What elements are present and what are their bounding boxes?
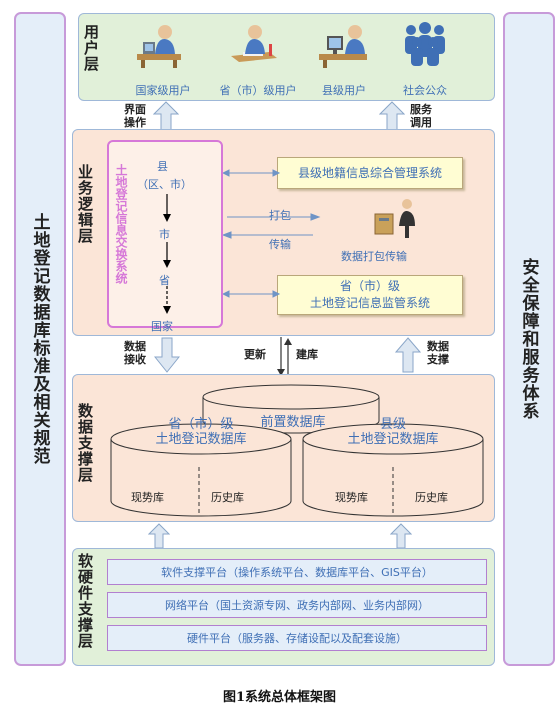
province-db-line2: 土地登记数据库 <box>155 432 247 447</box>
office-worker-icon <box>231 25 277 62</box>
server-worker-icon <box>374 199 415 238</box>
business-connector-arrows <box>223 169 321 298</box>
user-label-province: 省（市）级用户 <box>219 84 297 97</box>
security-label: 安全保障和服务体系 <box>518 258 539 420</box>
build-label: 建库 <box>296 348 318 361</box>
database-cylinders <box>110 384 484 517</box>
province-db-line1: 省（市）级 <box>168 417 234 432</box>
province-system-box: 省（市）级 土地登记信息监管系统 <box>277 275 463 315</box>
county-system-box: 县级地籍信息综合管理系统 <box>277 157 463 189</box>
province-system-line2: 土地登记信息监管系统 <box>309 296 430 310</box>
hardware-platform-box: 硬件平台（服务器、存储设配以及配套设施） <box>107 625 487 651</box>
hardware-platform-label: 硬件平台（服务器、存储设配以及配套设施） <box>187 632 407 645</box>
standards-label: 土地登记数据库标准及相关规范 <box>29 213 50 465</box>
arrow-down-receive <box>154 337 180 373</box>
county-db-line1: 县级 <box>379 417 406 432</box>
update-label: 更新 <box>244 348 266 361</box>
user-layer: 用户层 国家级用户 省（市）级用户 县级用户 社会公众 <box>78 13 495 101</box>
county-current-db: 现势库 <box>335 491 368 504</box>
county-db-line2: 土地登记数据库 <box>347 432 439 447</box>
flow-arrows <box>163 194 171 314</box>
business-layer-title: 业务逻辑层 <box>76 164 94 244</box>
arrow-up-support <box>395 337 421 373</box>
province-current-db: 现势库 <box>131 491 164 504</box>
office-worker-icon <box>319 25 367 68</box>
flow-county: 县 <box>157 160 168 173</box>
network-platform-box: 网络平台（国土资源专网、政务内部网、业务内部网） <box>107 592 487 618</box>
user-label-public: 社会公众 <box>403 84 447 97</box>
exchange-system-label: 土地登记信息交换系统 <box>114 164 128 284</box>
flow-city: 市 <box>159 228 170 241</box>
arrow-up-hw-right <box>390 523 412 549</box>
pack-label: 打包 <box>269 209 291 222</box>
province-system-line1: 省（市）级 <box>339 279 400 293</box>
flow-nation: 国家 <box>151 320 173 333</box>
arrow-up-hw-left <box>148 523 170 549</box>
people-group-icon <box>405 22 445 66</box>
flow-province: 省 <box>159 274 170 287</box>
data-support-label: 数据 支撑 <box>427 340 449 366</box>
network-platform-label: 网络平台（国土资源专网、政务内部网、业务内部网） <box>165 599 429 612</box>
user-label-county: 县级用户 <box>322 84 366 97</box>
user-layer-title: 用户层 <box>82 24 100 72</box>
front-db-label: 前置数据库 <box>260 415 326 430</box>
flow-district: （区、市） <box>137 178 192 191</box>
province-history-db: 历史库 <box>211 491 244 504</box>
data-receive-label: 数据 接收 <box>124 340 146 366</box>
data-support-layer: 数据支撑层 前置数据库 省（市）级 土地登记数据库 现势库 历史库 县级 土地登… <box>72 374 495 522</box>
hw-sw-layer: 软硬件支撑层 软件支撑平台（操作系统平台、数据库平台、GIS平台） 网络平台（国… <box>72 548 495 666</box>
interface-operation-label: 界面 操作 <box>124 103 146 129</box>
transfer-label: 传输 <box>269 238 291 251</box>
service-call-label: 服务 调用 <box>410 103 432 129</box>
figure-caption: 图1系统总体框架图 <box>222 690 337 705</box>
standards-sidebar: 土地登记数据库标准及相关规范 <box>14 12 66 666</box>
county-system-label: 县级地籍信息综合管理系统 <box>297 165 442 180</box>
pack-transfer-label: 数据打包传输 <box>341 250 407 263</box>
hw-layer-title: 软硬件支撑层 <box>76 553 94 649</box>
update-build-arrows <box>277 337 292 376</box>
security-sidebar: 安全保障和服务体系 <box>503 12 555 666</box>
user-label-national: 国家级用户 <box>135 84 191 97</box>
county-history-db: 历史库 <box>415 491 448 504</box>
arrow-up-left-1 <box>153 101 179 131</box>
exchange-system-box: 土地登记信息交换系统 县 （区、市） 市 省 国家 <box>107 140 223 333</box>
office-worker-icon <box>137 25 181 68</box>
software-platform-label: 软件支撑平台（操作系统平台、数据库平台、GIS平台） <box>161 566 433 579</box>
business-logic-layer: 业务逻辑层 土地登记信息交换系统 县 （区、市） 市 省 国家 县级地籍信息综合… <box>72 129 495 336</box>
software-platform-box: 软件支撑平台（操作系统平台、数据库平台、GIS平台） <box>107 559 487 585</box>
data-layer-title: 数据支撑层 <box>76 403 94 483</box>
arrow-up-right-1 <box>379 101 405 131</box>
